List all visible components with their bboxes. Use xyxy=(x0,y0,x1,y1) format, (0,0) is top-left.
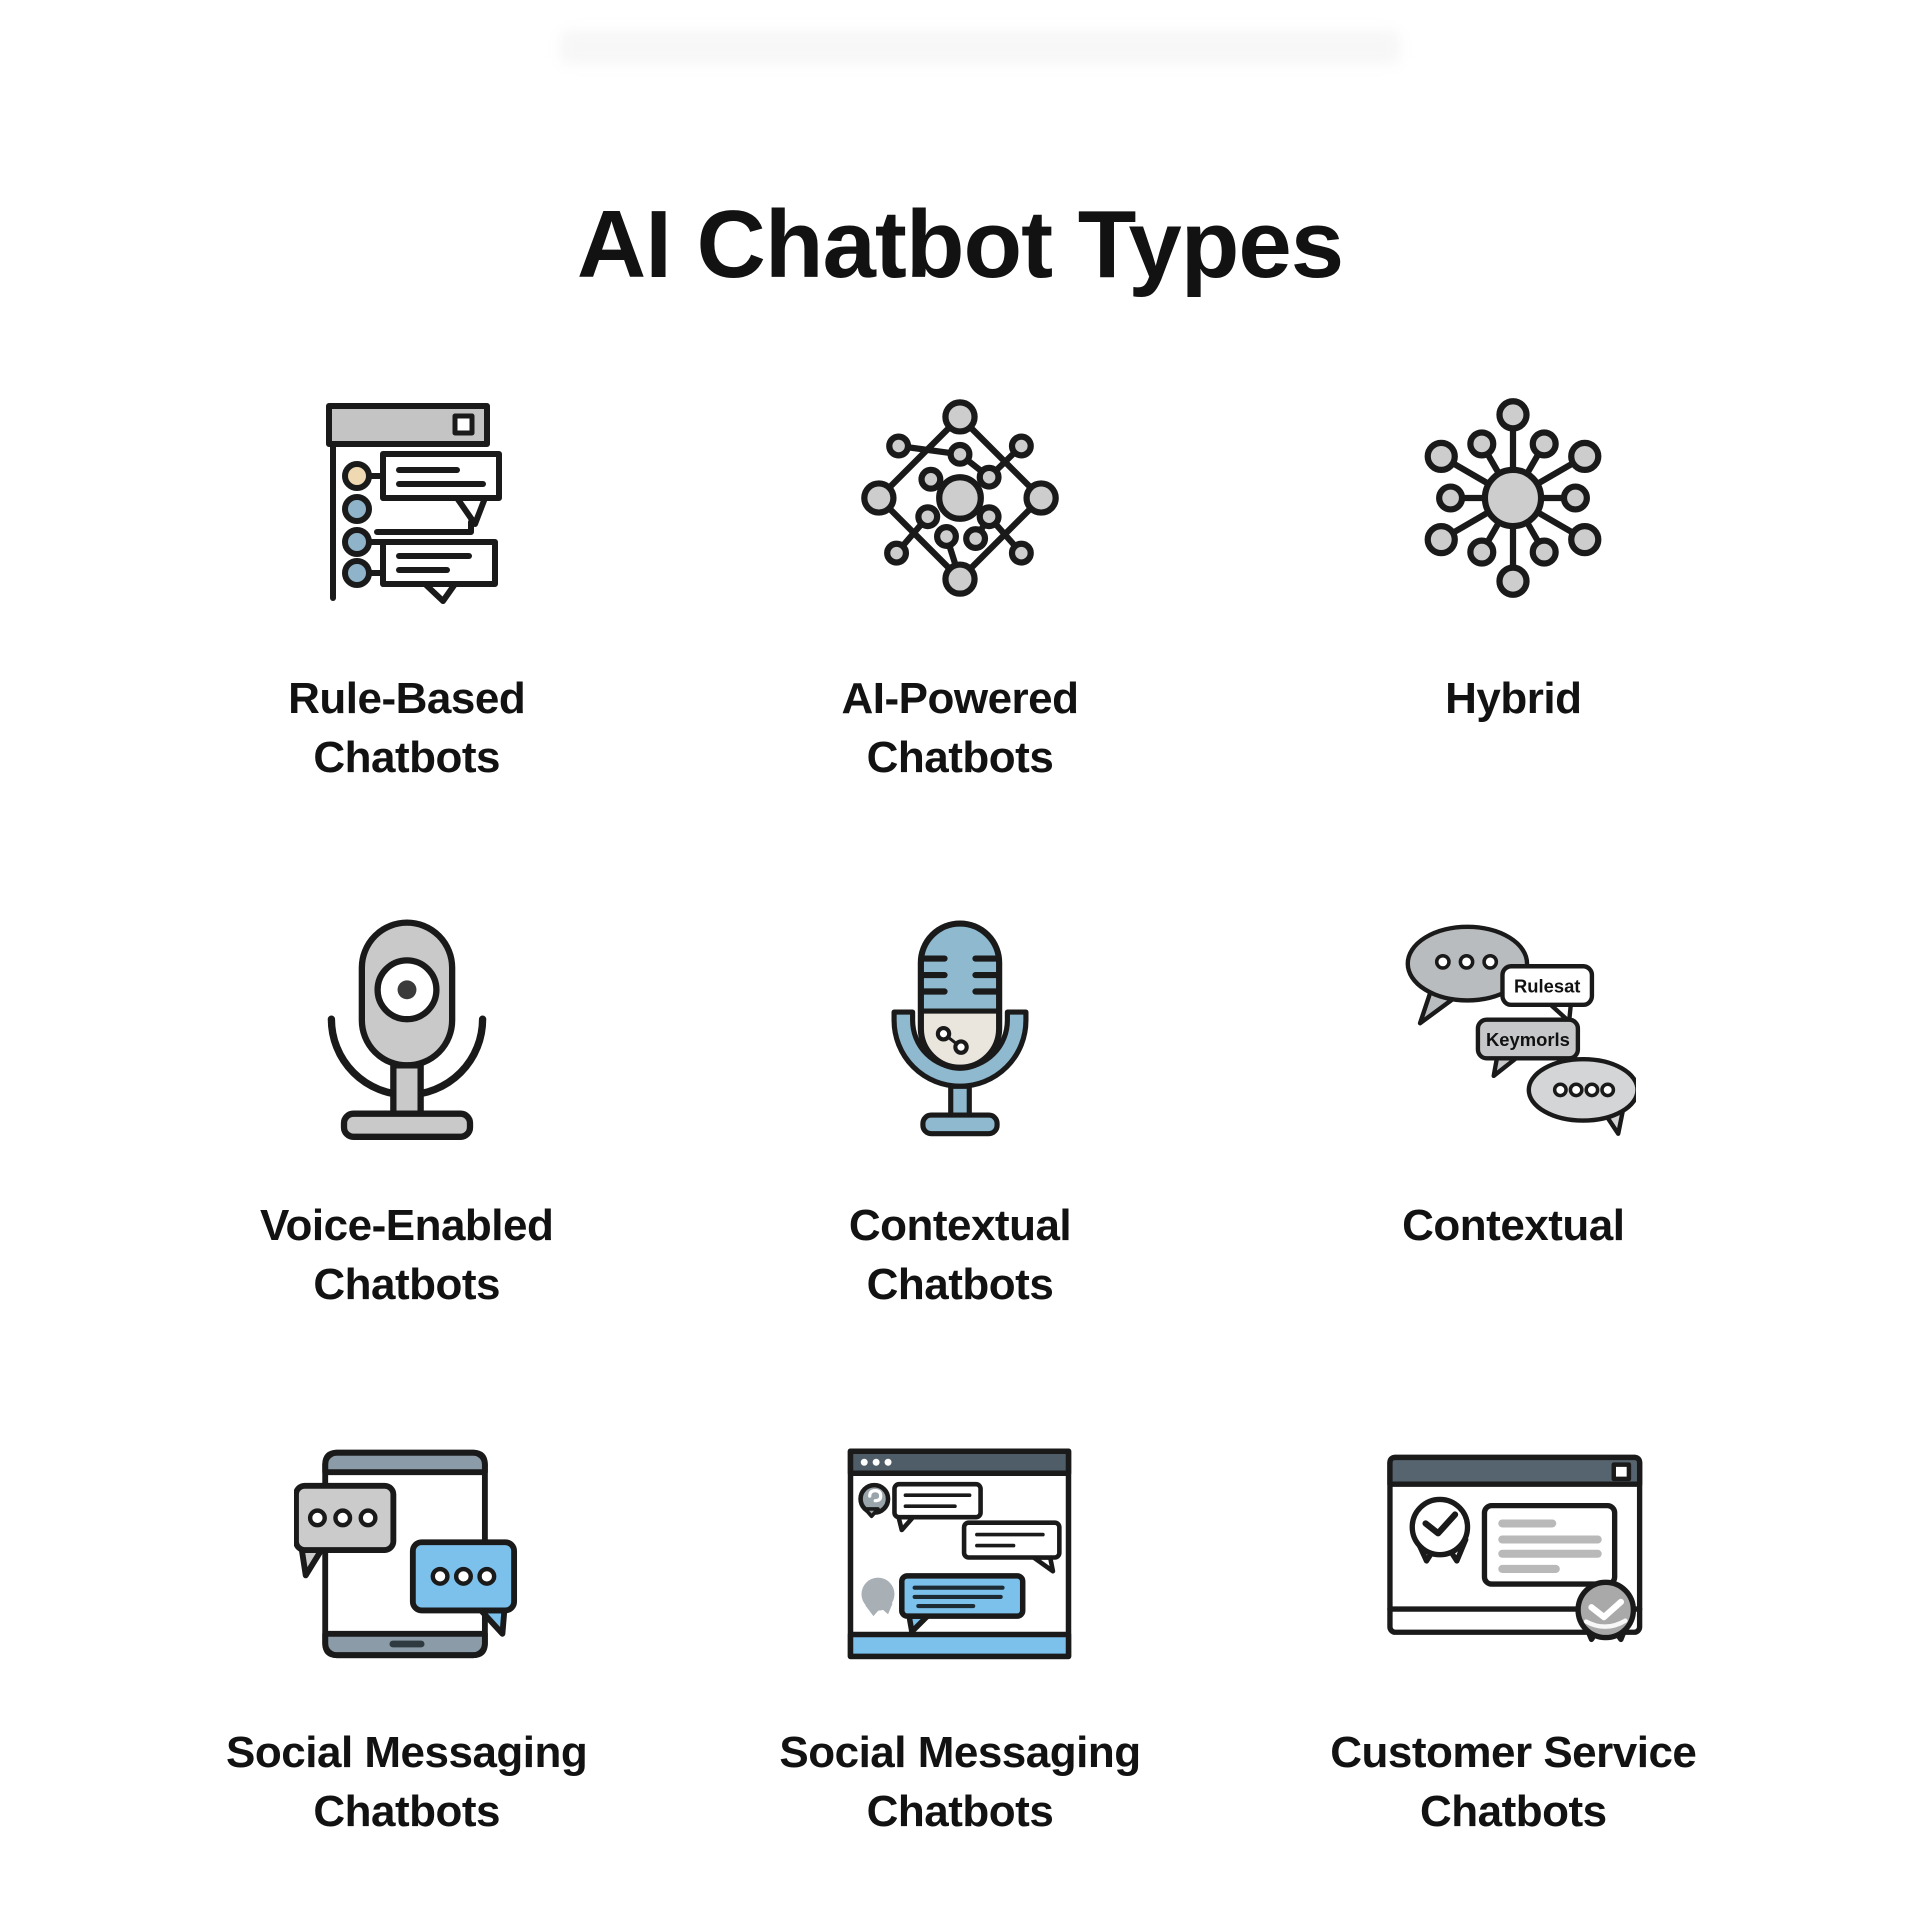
page-title: AI Chatbot Types xyxy=(576,191,1344,299)
tablet-chat-icon xyxy=(293,1449,517,1659)
speech-bubbles-icon: Rulesat Keymorls xyxy=(1405,924,1637,1136)
cell-contextual: Rulesat Keymorls Contextual xyxy=(1237,879,1790,1314)
support-window-icon xyxy=(1387,1454,1643,1643)
faint-watermark xyxy=(560,30,1400,64)
cell-label: Hybrid xyxy=(1445,674,1582,723)
cell-hybrid: Hybrid xyxy=(1237,352,1790,787)
cell-label: Contextual xyxy=(1402,1201,1625,1251)
webcam-icon xyxy=(327,918,486,1140)
bubble-text-keywords: Keymorls xyxy=(1486,1029,1570,1050)
hub-and-spoke-icon xyxy=(1424,398,1602,598)
browser-chat-icon xyxy=(848,1448,1072,1660)
bubble-text-rules: Rulesat xyxy=(1514,976,1581,997)
microphone-icon xyxy=(891,919,1029,1136)
rule-based-chat-window-icon xyxy=(325,403,502,604)
neural-network-icon xyxy=(861,399,1059,597)
